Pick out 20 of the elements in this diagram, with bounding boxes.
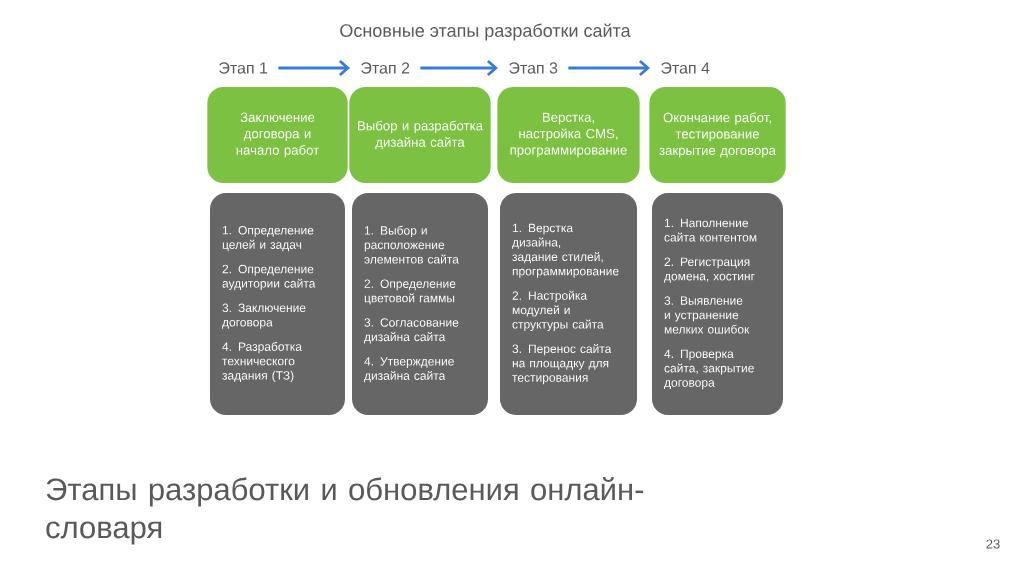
stage-label: Этап 3 bbox=[509, 62, 558, 74]
stage-box: Верстка, настройка CMS, программирование bbox=[497, 87, 640, 183]
node-label: Заключение договора и начало работ bbox=[236, 112, 320, 158]
stage-box: Выбор и разработка дизайна сайта bbox=[349, 87, 491, 183]
page-number: 23 bbox=[986, 539, 1000, 549]
node-label: Выбор и разработка дизайна сайта bbox=[358, 120, 484, 150]
stage-label: Этап 4 bbox=[661, 62, 710, 74]
arrow bbox=[568, 59, 650, 77]
stage-label: Этап 2 bbox=[361, 62, 410, 74]
arrow bbox=[420, 59, 498, 77]
task-list-box: 1. Выбор и расположение элементов сайта 2. Определение цветовой гаммы 3. Согласование дизайна сайта 4. Утверждение дизайна сайта bbox=[352, 193, 488, 415]
stage-box: Заключение договора и начало работ bbox=[207, 87, 348, 183]
task-list-box: 1. Определение целей и задач 2. Определение аудитории сайта 3. Заключение договора 4. Разработка технического задания (ТЗ) bbox=[210, 193, 345, 415]
heading: Основные этапы разработки сайта bbox=[340, 23, 631, 41]
task-list-box: 1. Наполнение сайта контентом 2. Регистрация домена, хостинг 3. Выявление и устранение мелких ошибок 4. Проверка сайта, закрытие договора bbox=[652, 193, 783, 415]
task-list-box: 1. Верстка дизайна, задание стилей, программирование 2. Настройка модулей и структуры сайта 3. Перенос сайта на площадку для тестирования bbox=[500, 193, 637, 415]
stage-label: Этап 1 bbox=[219, 62, 268, 74]
slide-title: Этапы разработки и обновления онлайн-словаря bbox=[46, 477, 644, 545]
arrow bbox=[278, 59, 350, 77]
stage-box: Окончание работ, тестирование закрытие договора bbox=[649, 87, 786, 183]
